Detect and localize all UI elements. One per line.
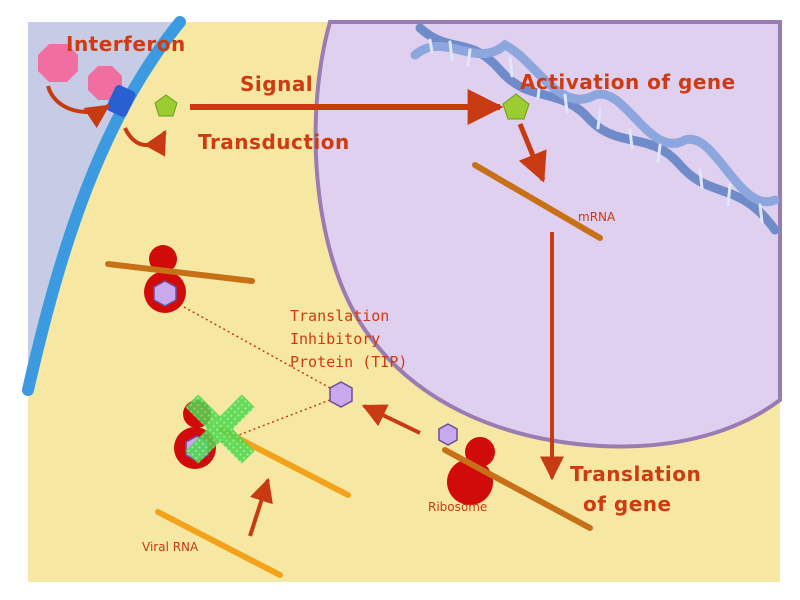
translation-label-line2: of gene: [583, 492, 672, 516]
ribosome-label: Ribosome: [428, 500, 488, 514]
binding-arrow: [46, 85, 110, 128]
interferon-receptor: [106, 84, 136, 118]
nucleus: [313, 20, 782, 449]
activation-label: Activation of gene: [520, 70, 736, 94]
gene-to-mrna-arrow: [517, 123, 547, 183]
mrna-strand: [472, 162, 603, 241]
cell-membrane: [22, 16, 186, 396]
dna-helix: [410, 23, 780, 235]
release-arrow: [123, 127, 167, 157]
translation-label-line1: Translation: [570, 462, 702, 486]
signal-molecule-membrane: [154, 94, 178, 117]
translation-mrna: [442, 447, 593, 531]
mrna-label: mRNA: [578, 210, 616, 224]
tip-protein-new: [438, 423, 458, 446]
signal-label: Signal: [240, 72, 314, 96]
tip-production-arrow: [361, 404, 421, 435]
tip-label-line2: Inhibitory: [290, 330, 381, 348]
signal-molecule-gene: [502, 93, 530, 120]
viral-rna-arrow: [248, 477, 273, 537]
tip-protein: [329, 381, 353, 408]
transduction-label: Transduction: [198, 130, 350, 154]
tip-label-line3: Protein (TIP): [290, 353, 408, 371]
cell-ribosome-blocked: [105, 245, 255, 313]
tip-label-line1: Translation: [290, 307, 390, 325]
translation-blocked-cross: [185, 394, 255, 464]
interferon-molecule-1: [38, 44, 78, 82]
viral-rna-label: Viral RNA: [142, 540, 199, 554]
viral-rna-strand: [155, 509, 283, 578]
interferon-label: Interferon: [66, 32, 186, 56]
